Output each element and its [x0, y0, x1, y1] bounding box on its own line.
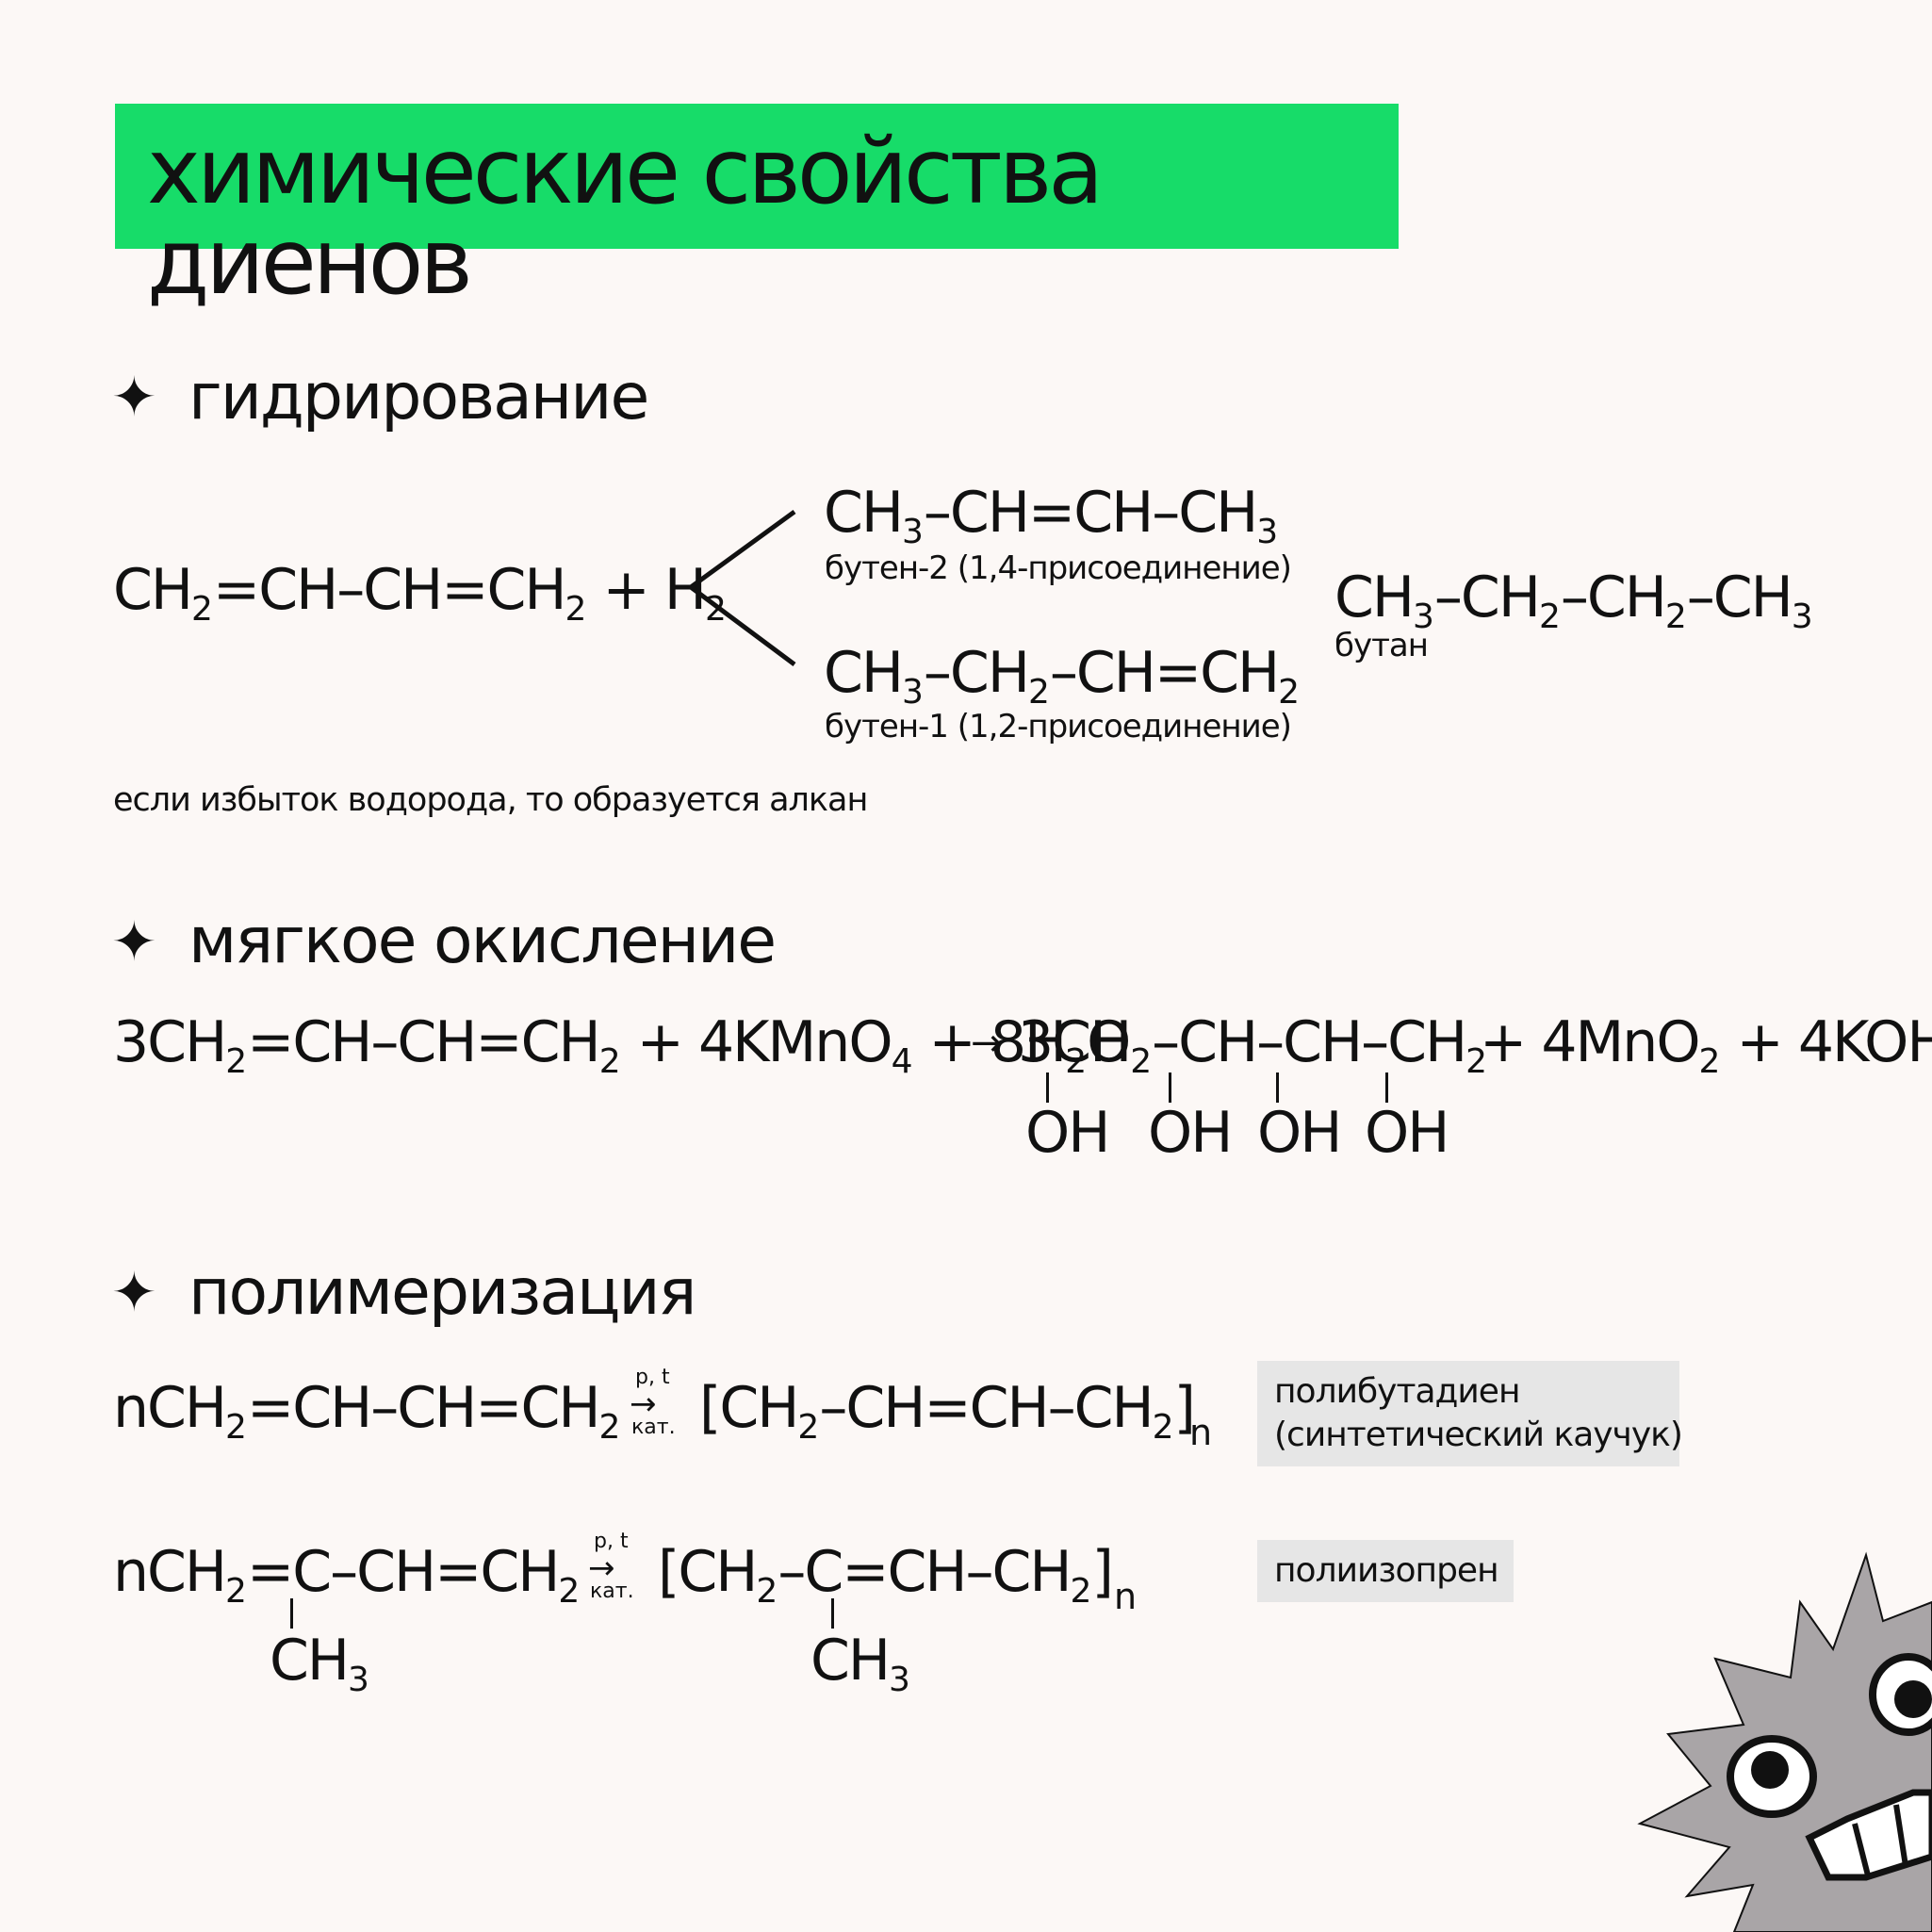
hydroxyl-group: OH — [1148, 1100, 1233, 1166]
star-icon: ✦ — [111, 909, 157, 974]
condition-top: p, t — [594, 1530, 629, 1553]
page-title: химические свойства диенов — [147, 119, 1104, 315]
spiky-monster-icon — [1637, 1551, 1932, 1932]
arrow-right-icon: → — [630, 1385, 657, 1423]
oxidation-left: 3CH2=CH–CH=CH2 + 4KMnO4 + 8H2O — [113, 1009, 1131, 1081]
hydroxyl-group: OH — [1025, 1100, 1110, 1166]
methyl-branch: CH3 — [270, 1628, 369, 1699]
methyl-branch: CH3 — [810, 1628, 910, 1699]
hydrogenation-note: если избыток водорода, то образуется алк… — [113, 781, 868, 819]
polymer-1-product: [CH2–CH=CH–CH2] — [699, 1375, 1196, 1447]
polymer-2-monomer: nCH2=C–CH=CH2 — [113, 1539, 581, 1611]
product-butene-2-name: бутен-2 (1,4-присоединение) — [825, 549, 1292, 587]
bond-line — [1385, 1072, 1388, 1103]
polymer-1-monomer: nCH2=CH–CH=CH2 — [113, 1375, 621, 1447]
bond-line — [831, 1598, 834, 1629]
section-heading-oxidation: мягкое окисление — [188, 904, 777, 978]
polymer-index: n — [1189, 1412, 1213, 1453]
star-icon: ✦ — [111, 1260, 157, 1324]
title-banner: химические свойства диенов — [115, 104, 1399, 307]
bond-line — [1169, 1072, 1171, 1103]
hydrogenation-reactant: CH2=CH–CH=CH2 + H2 — [113, 557, 727, 629]
oxidation-product: 3CH2–CH–CH–CH2 — [1018, 1009, 1488, 1081]
label-polyisoprene: полиизопрен — [1257, 1540, 1514, 1602]
polymer-2-product: [CH2–C=CH–CH2] — [658, 1539, 1114, 1611]
polymer-index: n — [1114, 1576, 1138, 1617]
bond-line — [1046, 1072, 1049, 1103]
section-heading-polymerization: полимеризация — [188, 1255, 696, 1330]
condition-bottom: кат. — [631, 1416, 676, 1439]
arrow-right-icon: → — [588, 1549, 615, 1587]
condition-bottom: кат. — [590, 1580, 634, 1603]
bond-line — [290, 1598, 293, 1629]
product-butene-1-name: бутен-1 (1,2-присоединение) — [825, 708, 1292, 745]
oxidation-right-rest: + 4MnO2 + 4KOH — [1480, 1009, 1932, 1081]
section-heading-hydrogenation: гидрирование — [188, 360, 649, 434]
hydroxyl-group: OH — [1365, 1100, 1449, 1166]
star-icon: ✦ — [111, 365, 157, 429]
label-polybutadiene: полибутадиен (синтетический каучук) — [1257, 1361, 1683, 1466]
bond-line — [1276, 1072, 1279, 1103]
product-butane: CH3–CH2–CH2–CH3 — [1334, 565, 1813, 636]
condition-top: p, t — [635, 1366, 670, 1389]
product-butane-name: бутан — [1334, 627, 1429, 664]
branch-arrows-icon — [686, 509, 796, 667]
product-butene-1: CH3–CH2–CH=CH2 — [824, 640, 1301, 712]
arrow-right-icon: → — [971, 1022, 1003, 1065]
hydroxyl-group: OH — [1257, 1100, 1342, 1166]
product-butene-2: CH3–CH=CH–CH3 — [824, 480, 1279, 551]
